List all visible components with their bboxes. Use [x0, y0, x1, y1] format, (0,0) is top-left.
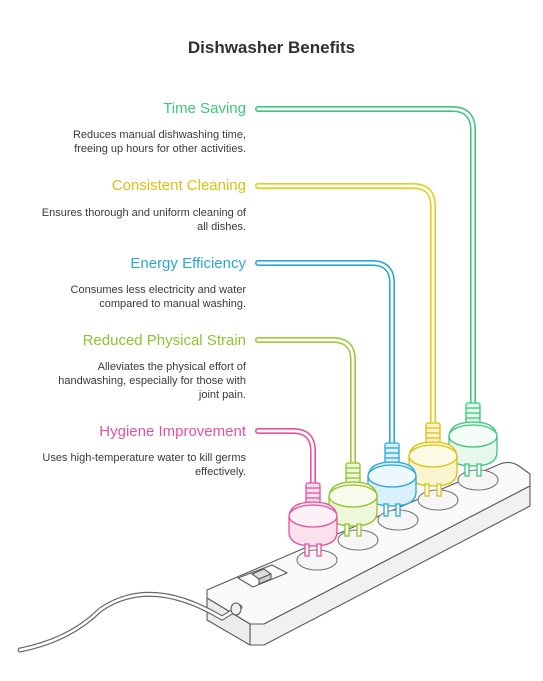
cable-reduced-physical-strain	[255, 337, 356, 468]
benefit-heading-reduced-physical-strain: Reduced Physical Strain	[82, 332, 246, 349]
benefit-description-consistent-cleaning: Ensures thorough and uniform cleaning of…	[6, 206, 246, 234]
description-line: joint pain.	[198, 389, 246, 401]
benefit-heading-consistent-cleaning: Consistent Cleaning	[111, 177, 246, 194]
cables	[255, 106, 476, 488]
description-line: freeing up hours for other activities.	[74, 143, 246, 155]
benefit-description-reduced-physical-strain: Alleviates the physical effort of handwa…	[6, 360, 246, 402]
description-line: Alleviates the physical effort of	[97, 361, 246, 373]
cable-energy-efficiency	[255, 260, 395, 448]
page-title: Dishwasher Benefits	[187, 38, 356, 57]
plug-reduced-physical-strain-icon	[328, 462, 378, 537]
benefit-description-energy-efficiency: Consumes less electricity and water comp…	[6, 283, 246, 311]
plug-consistent-cleaning-icon	[408, 422, 458, 497]
description-line: effectively.	[195, 466, 246, 478]
power-switch-icon	[237, 564, 288, 588]
description-line: Consumes less electricity and water	[70, 284, 246, 296]
description-line: all dishes.	[197, 221, 246, 233]
benefit-description-hygiene-improvement: Uses high-temperature water to kill germ…	[6, 451, 246, 479]
description-line: Reduces manual dishwashing time,	[72, 129, 246, 141]
plug-time-saving-icon	[448, 402, 498, 477]
description-line: compared to manual washing.	[99, 298, 246, 310]
benefit-heading-energy-efficiency: Energy Efficiency	[130, 255, 246, 272]
benefit-description-time-saving: Reduces manual dishwashing time, freeing…	[6, 128, 246, 156]
benefit-heading-time-saving: Time Saving	[163, 100, 246, 117]
benefit-heading-hygiene-improvement: Hygiene Improvement	[99, 423, 246, 440]
description-line: Ensures thorough and uniform cleaning of	[41, 207, 246, 219]
plug-hygiene-improvement-icon	[288, 482, 338, 557]
cable-consistent-cleaning	[255, 183, 436, 428]
description-line: Uses high-temperature water to kill germ…	[42, 452, 246, 464]
description-line: handwashing, especially for those with	[58, 375, 246, 387]
cable-time-saving	[255, 106, 476, 408]
cable-hygiene-improvement	[255, 428, 316, 488]
